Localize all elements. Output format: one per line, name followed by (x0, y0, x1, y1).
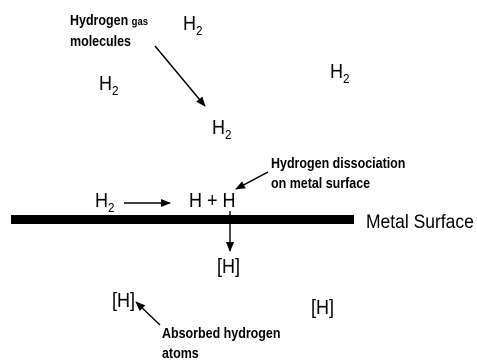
metal-surface-label: Metal Surface (366, 212, 474, 233)
h2-molecule: H2 (183, 13, 203, 38)
h2-molecule: H2 (212, 117, 232, 142)
dissociation-pointer-arrow (235, 171, 269, 190)
h-plus-h-label: H + H (189, 190, 236, 212)
h2-molecule: H2 (330, 61, 350, 86)
dissociation-label: Hydrogen dissociation on metal surface (271, 156, 406, 192)
gas-to-molecule-arrow (154, 45, 206, 107)
absorbed-h-atom: [H] (112, 290, 136, 312)
absorbed-h-atom: [H] (311, 297, 335, 319)
absorbed-h-atom: [H] (217, 256, 241, 278)
hydrogen-gas-label: Hydrogen gas molecules (70, 13, 148, 50)
h2-molecule: H2 (99, 73, 119, 98)
absorbed-atom-pointer-arrow (135, 301, 161, 326)
absorbed-atoms-label: Absorbed hydrogen atoms (162, 326, 281, 362)
metal-surface-bar (11, 215, 354, 224)
h2-molecule-approaching: H2 (95, 190, 115, 215)
